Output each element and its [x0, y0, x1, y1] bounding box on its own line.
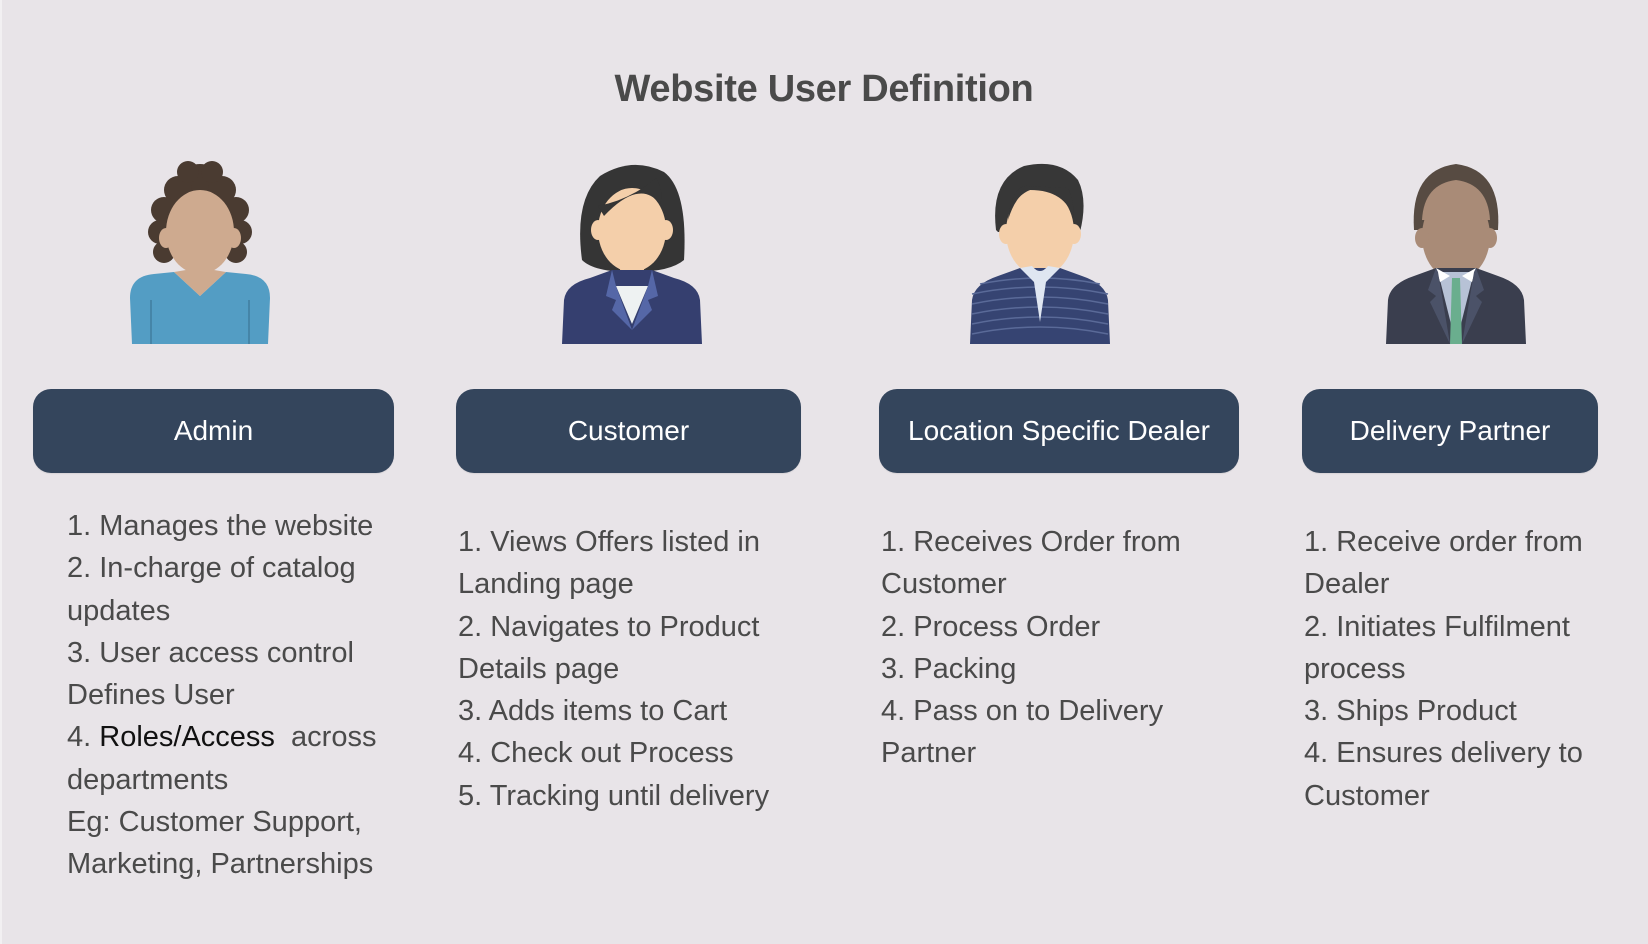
list-item: 3. Adds items to Cart — [458, 695, 728, 728]
list-item: Landing page — [458, 568, 634, 601]
list-item: 2. Process Order — [881, 610, 1101, 643]
list-item: 5. Tracking until delivery — [458, 779, 770, 812]
list-item: 4. Pass on to Delivery — [881, 695, 1164, 728]
list-item: 3. Ships Product — [1304, 695, 1517, 728]
list-item: Partner — [881, 737, 977, 770]
list-item: Dealer — [1304, 568, 1390, 601]
list-item: process — [1304, 652, 1406, 685]
list-item: 4. Roles/Access across — [67, 716, 376, 758]
list-item: Customer — [1304, 779, 1430, 812]
page-title: Website User Definition — [614, 68, 1034, 110]
list-item: departments — [67, 763, 229, 796]
dealer-duties-list: 1. Receives Order from Customer 2. Proce… — [881, 521, 1181, 775]
list-item: Defines User — [67, 679, 235, 712]
list-item: 3. Packing — [881, 652, 1017, 685]
delivery-partner-button[interactable]: Delivery Partner — [1302, 389, 1598, 473]
list-item: 1. Receive order from — [1304, 526, 1583, 558]
man-suit-green-tie-icon — [1386, 164, 1526, 344]
list-item: 2. In-charge of catalog — [67, 552, 356, 585]
dealer-button-label: Location Specific Dealer — [908, 415, 1210, 446]
list-item: 1. Receives Order from — [881, 526, 1181, 558]
customer-button-label: Customer — [567, 415, 690, 446]
list-item: Customer — [881, 568, 1007, 601]
list-item: 2. Navigates to Product — [458, 610, 760, 643]
roles-access-highlight: Roles/Access — [99, 721, 275, 754]
left-border — [0, 0, 2, 944]
customer-button[interactable]: Customer — [456, 389, 801, 473]
list-item: 1. Views Offers listed in — [458, 526, 760, 558]
admin-duties-list: 1. Manages the website 2. In-charge of c… — [67, 505, 376, 886]
admin-button[interactable]: Admin — [33, 389, 394, 473]
list-item-suffix: across — [274, 721, 377, 754]
list-item: 4. Ensures delivery to — [1304, 737, 1583, 770]
list-item: 4. Check out Process — [458, 737, 734, 770]
man-striped-sweater-icon — [970, 163, 1110, 344]
list-item: 3. User access control — [67, 636, 354, 669]
location-specific-dealer-button[interactable]: Location Specific Dealer — [879, 389, 1239, 473]
list-item: Details page — [458, 652, 620, 685]
list-item: Eg: Customer Support, — [67, 806, 362, 839]
list-item: updates — [67, 594, 171, 627]
woman-curly-hair-blue-top-icon — [130, 161, 270, 344]
list-item: 1. Manages the website — [67, 510, 374, 542]
list-item-prefix: 4. — [67, 721, 100, 754]
delivery-partner-button-label: Delivery Partner — [1349, 415, 1551, 446]
delivery-partner-duties-list: 1. Receive order from Dealer 2. Initiate… — [1304, 521, 1583, 817]
list-item: Marketing, Partnerships — [67, 848, 374, 881]
customer-duties-list: 1. Views Offers listed in Landing page 2… — [458, 521, 769, 817]
admin-button-label: Admin — [173, 415, 254, 446]
list-item: 2. Initiates Fulfilment — [1304, 610, 1570, 643]
woman-business-suit-icon — [562, 164, 702, 344]
